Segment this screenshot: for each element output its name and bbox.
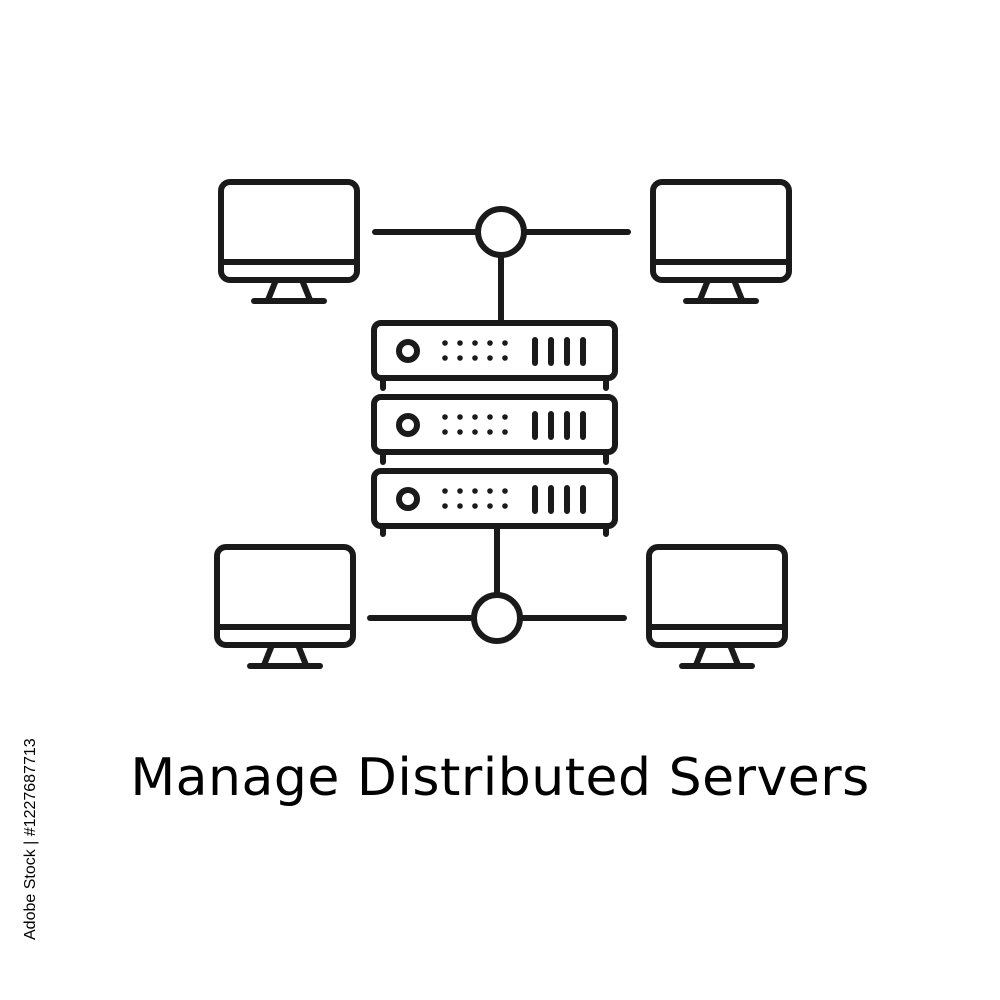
caption-title: Manage Distributed Servers xyxy=(130,748,870,808)
monitor-icon xyxy=(646,544,788,669)
monitor-icon xyxy=(218,179,360,304)
server-rack-icon xyxy=(371,320,618,537)
monitor-icon xyxy=(214,544,356,669)
network-node-icon xyxy=(471,592,523,644)
network-node-icon xyxy=(475,206,527,258)
server-unit-1 xyxy=(371,320,618,391)
server-unit-3 xyxy=(371,468,618,537)
monitor-icon xyxy=(650,179,792,304)
stock-watermark-id: Adobe Stock | #1227687713 xyxy=(22,738,39,940)
server-unit-2 xyxy=(371,394,618,465)
connection-lines xyxy=(367,229,631,621)
